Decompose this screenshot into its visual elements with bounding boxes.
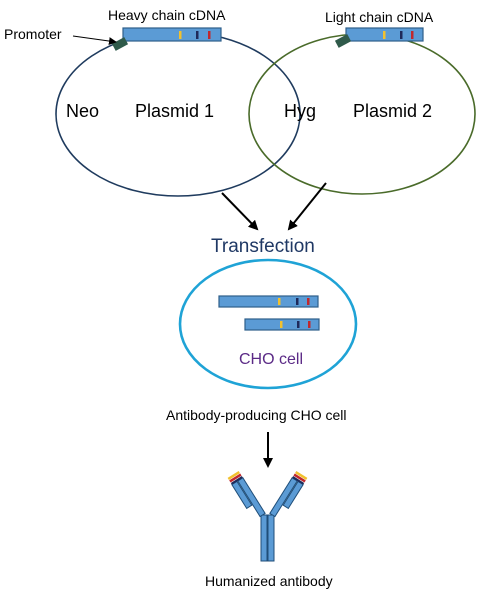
light-chain-marker-yellow [383, 31, 386, 39]
plasmid-2: Light chain cDNA Hyg Plasmid 2 [248, 9, 476, 195]
antibody-stem-left [260, 514, 268, 562]
plasmid-1: Heavy chain cDNA Promoter Neo Plasmid 1 [4, 7, 301, 197]
hyg-label: Hyg [284, 101, 316, 121]
cho-cell: CHO cell [178, 258, 358, 390]
heavy-chain-marker-yellow [179, 31, 182, 39]
arrow-plasmid-2-to-cell [287, 182, 327, 231]
plasmid-2-label: Plasmid 2 [353, 101, 432, 121]
humanized-antibody-label: Humanized antibody [205, 573, 333, 589]
neo-label: Neo [66, 101, 99, 121]
antibody-right-tip-red [293, 473, 306, 483]
cho-cell-ring [178, 258, 358, 390]
antibody-left-arm-heavy [237, 477, 266, 518]
antibody-stem-right [267, 514, 275, 562]
antibody-right-tip-navy [292, 476, 305, 485]
heavy-chain-label: Heavy chain cDNA [108, 7, 226, 23]
antibody-producing-cell-label: Antibody-producing CHO cell [166, 407, 347, 423]
heavy-insert-marker-yellow [278, 298, 281, 305]
arrow-plasmid-1-to-cell [221, 192, 259, 231]
promoter-label: Promoter [4, 26, 62, 42]
heavy-chain-marker-red [208, 31, 211, 39]
promoter-block-2 [334, 34, 352, 48]
light-chain-marker-red [411, 31, 414, 39]
heavy-insert-marker-navy [296, 298, 299, 305]
heavy-insert-marker-red [307, 298, 310, 305]
plasmid-1-label: Plasmid 1 [135, 101, 214, 121]
humanized-antibody-icon [227, 470, 308, 562]
antibody-right-tip-yellow [295, 470, 308, 480]
antibody-left-tip-navy [230, 476, 243, 485]
heavy-chain-marker-navy [196, 31, 199, 39]
light-insert-marker-yellow [280, 321, 283, 328]
light-insert-marker-navy [297, 321, 300, 328]
light-chain-marker-navy [400, 31, 403, 39]
light-chain-label: Light chain cDNA [325, 9, 434, 25]
promoter-pointer [72, 35, 117, 45]
heavy-chain-insert-bar [218, 295, 319, 308]
heavy-chain-cdna-bar [122, 27, 222, 42]
cho-cell-label: CHO cell [239, 351, 303, 368]
antibody-left-tip-yellow [227, 470, 240, 480]
transfection-label: Transfection [211, 236, 315, 257]
promoter-block-1 [111, 37, 129, 51]
antibody-left-tip-red [229, 473, 242, 483]
light-insert-marker-red [308, 321, 311, 328]
